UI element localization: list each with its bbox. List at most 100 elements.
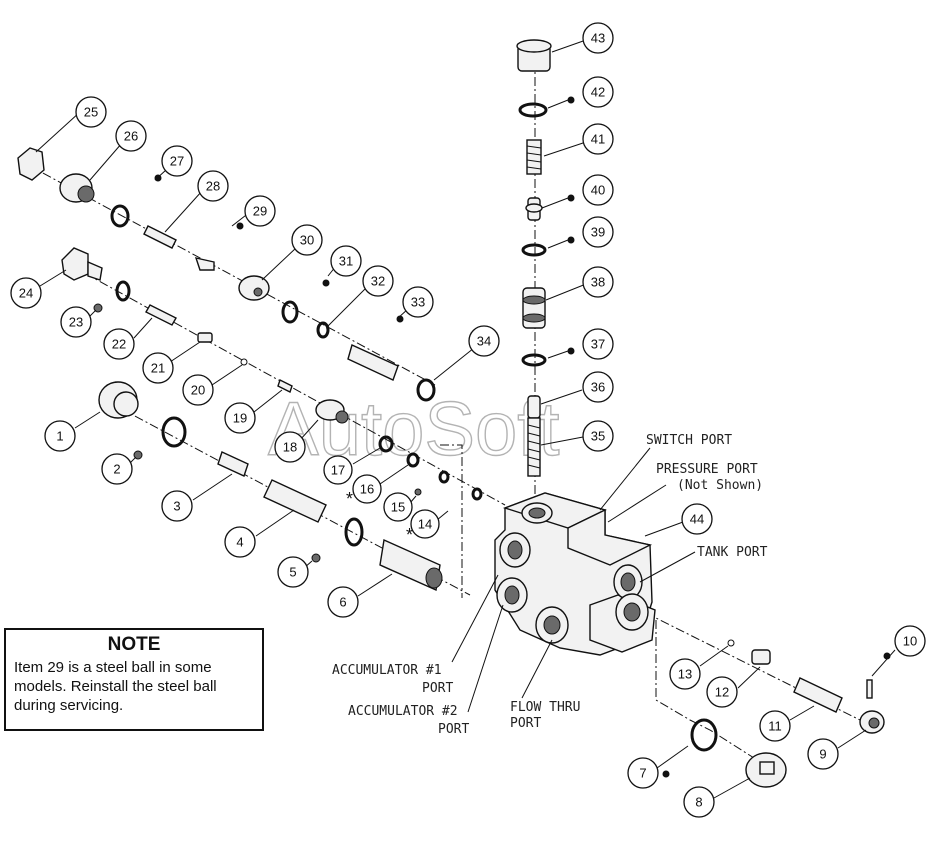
callout-29: 29	[244, 195, 276, 227]
svg-text:39: 39	[591, 225, 605, 240]
callout-28: 28	[197, 170, 229, 202]
svg-text:17: 17	[331, 463, 345, 478]
svg-text:20: 20	[191, 383, 205, 398]
callout-10: 10	[894, 625, 926, 657]
flow-thru-port-label: PORT	[510, 716, 541, 731]
callout-9: 9	[807, 738, 839, 770]
svg-text:37: 37	[591, 337, 605, 352]
callout-22: 22	[103, 328, 135, 360]
callout-1: 1	[44, 420, 76, 452]
svg-text:1: 1	[56, 429, 63, 444]
callout-37: 37	[582, 328, 614, 360]
callout-40: 40	[582, 174, 614, 206]
svg-text:22: 22	[112, 337, 126, 352]
svg-text:34: 34	[477, 334, 491, 349]
svg-text:12: 12	[715, 685, 729, 700]
callout-3: 3	[161, 490, 193, 522]
svg-text:27: 27	[170, 154, 184, 169]
callout-42: 42	[582, 76, 614, 108]
manifold-body	[494, 492, 656, 656]
svg-text:42: 42	[591, 85, 605, 100]
flow-thru-label: FLOW THRU	[510, 700, 580, 715]
svg-text:36: 36	[591, 380, 605, 395]
svg-text:43: 43	[591, 31, 605, 46]
pressure-port-label: PRESSURE PORT	[656, 462, 758, 477]
svg-text:15: 15	[391, 500, 405, 515]
callout-23: 23	[60, 306, 92, 338]
callout-12: 12	[706, 676, 738, 708]
callout-16: 16	[352, 474, 382, 504]
svg-text:24: 24	[19, 286, 33, 301]
callout-25: 25	[75, 96, 107, 128]
callout-38: 38	[582, 266, 614, 298]
svg-text:44: 44	[690, 512, 704, 527]
switch-port-label: SWITCH PORT	[646, 433, 732, 448]
svg-text:2: 2	[113, 462, 120, 477]
lower-diagonal-parts	[98, 381, 443, 592]
callout-41: 41	[582, 123, 614, 155]
svg-text:30: 30	[300, 233, 314, 248]
callout-30: 30	[291, 224, 323, 256]
vertical-stack-parts	[516, 39, 552, 477]
svg-text:11: 11	[768, 719, 782, 734]
svg-text:33: 33	[411, 295, 425, 310]
svg-text:29: 29	[253, 204, 267, 219]
callout-34: 34	[468, 325, 500, 357]
callout-39: 39	[582, 216, 614, 248]
callout-14: 14	[410, 509, 440, 539]
svg-text:10: 10	[903, 634, 917, 649]
watermark: AutoSoft	[268, 387, 560, 472]
tank-port-label: TANK PORT	[697, 545, 768, 560]
svg-text:25: 25	[84, 105, 98, 120]
svg-text:23: 23	[69, 315, 83, 330]
note-text: Item 29 is a steel ball in some models. …	[14, 659, 217, 714]
svg-text:6: 6	[339, 595, 346, 610]
asterisk-14: *	[406, 525, 413, 545]
accumulator-1-label: ACCUMULATOR #1	[332, 663, 442, 678]
callout-27: 27	[161, 145, 193, 177]
callout-33: 33	[402, 286, 434, 318]
svg-text:40: 40	[591, 183, 605, 198]
callout-13: 13	[669, 658, 701, 690]
svg-text:13: 13	[678, 667, 692, 682]
callout-31: 31	[330, 245, 362, 277]
svg-text:19: 19	[233, 411, 247, 426]
svg-text:28: 28	[206, 179, 220, 194]
note-title: NOTE	[107, 634, 161, 655]
upper-diagonal-parts	[17, 147, 436, 402]
callout-6: 6	[327, 586, 359, 618]
note-box: NOTE Item 29 is a steel ball in some mod…	[4, 628, 264, 731]
callout-bubbles: 1 2 3 4 5 6 7 8 9 10 11 12 13 14 15 16 1…	[10, 22, 926, 818]
svg-text:14: 14	[418, 517, 432, 532]
callout-dots	[154, 96, 891, 778]
callout-11: 11	[759, 710, 791, 742]
callout-21: 21	[142, 352, 174, 384]
svg-text:35: 35	[591, 429, 605, 444]
pressure-port-note: (Not Shown)	[677, 478, 763, 493]
svg-text:41: 41	[591, 132, 605, 147]
svg-text:31: 31	[339, 254, 353, 269]
svg-text:18: 18	[283, 440, 297, 455]
callout-8: 8	[683, 786, 715, 818]
svg-text:4: 4	[236, 535, 243, 550]
callout-36: 36	[582, 371, 614, 403]
right-side-parts	[690, 639, 885, 788]
callout-19: 19	[224, 402, 256, 434]
callout-20: 20	[182, 374, 214, 406]
svg-text:38: 38	[591, 275, 605, 290]
callout-43: 43	[582, 22, 614, 54]
port-labels: SWITCH PORT PRESSURE PORT (Not Shown) TA…	[332, 433, 768, 737]
svg-text:21: 21	[151, 361, 165, 376]
accumulator-1-port-label: PORT	[422, 681, 453, 696]
callout-44: 44	[681, 503, 713, 535]
svg-text:9: 9	[819, 747, 826, 762]
asterisk-16: *	[346, 489, 353, 509]
callout-17: 17	[323, 455, 353, 485]
svg-text:32: 32	[371, 274, 385, 289]
callout-18: 18	[274, 431, 306, 463]
callout-26: 26	[115, 120, 147, 152]
svg-text:26: 26	[124, 129, 138, 144]
svg-text:3: 3	[173, 499, 180, 514]
callout-15: 15	[383, 492, 413, 522]
